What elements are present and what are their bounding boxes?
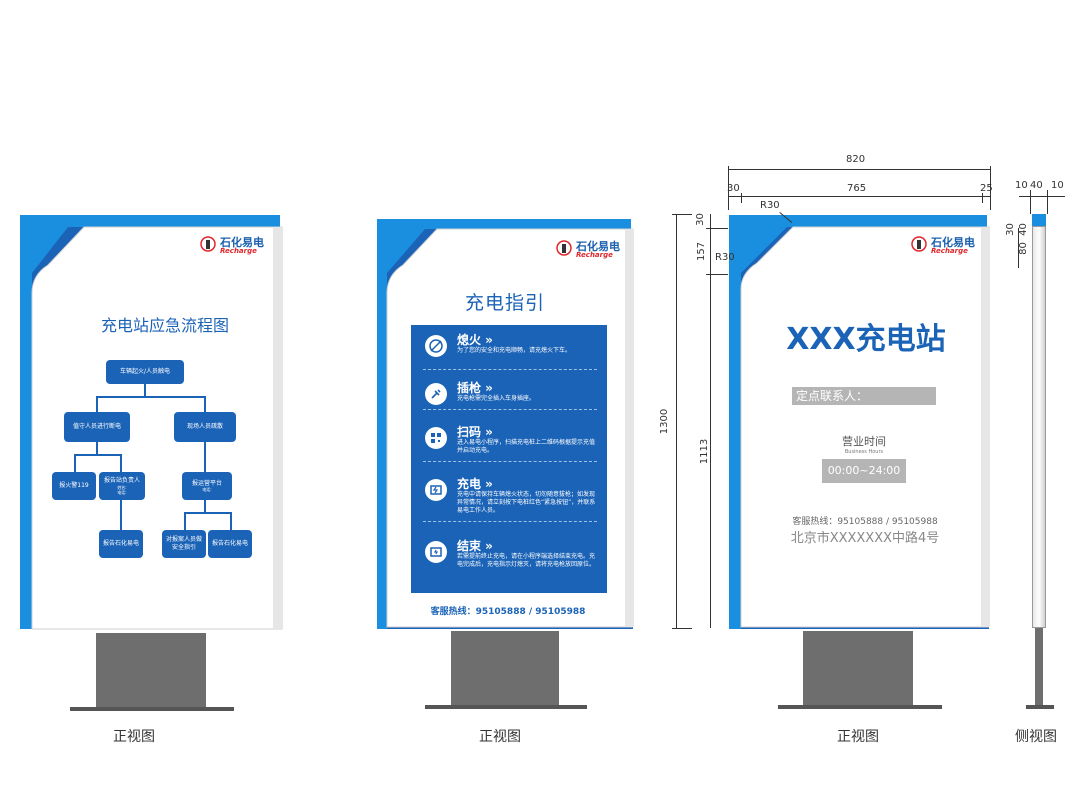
dim-left-margin: 30	[727, 183, 740, 194]
hours-label: 营业时间	[842, 435, 886, 448]
panel1-frame	[20, 215, 283, 630]
engine-off-icon	[425, 335, 447, 357]
caption-side-view: 侧视图	[1015, 729, 1057, 745]
dim-h30: 30	[694, 213, 706, 226]
station-address: 北京市XXXXXXX中路4号	[790, 531, 940, 546]
panel2-title: 充电指引	[464, 292, 545, 314]
brand-name-en: Recharge	[220, 247, 257, 255]
dim-radius-left: R30	[715, 252, 735, 263]
plug-icon	[425, 383, 447, 405]
panel2-stand	[451, 631, 559, 705]
dim-side-30: 30	[1004, 223, 1016, 236]
sinopec-logo-icon	[200, 236, 216, 256]
panel1-stand	[96, 633, 206, 707]
caption-front-view-1: 正视图	[113, 729, 155, 745]
hours-value: 00:00~24:00	[822, 459, 906, 483]
panel3-base	[778, 705, 942, 709]
side-panel	[1032, 226, 1046, 628]
panel1-base	[70, 707, 234, 711]
panel3-hotline: 客服热线：95105888 / 95105988	[792, 517, 938, 527]
dim-radius-top: R30	[760, 200, 780, 211]
flow-node-report-recharge: 报告石化易电	[99, 530, 143, 558]
side-base	[1026, 705, 1054, 709]
dim-inner-width: 765	[847, 183, 867, 194]
dim-side-80: 80	[1017, 242, 1029, 255]
guide-item-finish: 结束 » 若需提前终止充电，请在小程序端选择结束充电。充电完成后，充电指示灯熄灭…	[411, 531, 609, 587]
dim-side-w2: 40	[1030, 180, 1043, 191]
flow-node-safety-guide: 对报案人员做安全指引	[162, 530, 206, 558]
contact-label: 定点联系人：	[792, 387, 936, 405]
dim-height-total: 1300	[659, 408, 671, 435]
flow-node-report-platform: 报运营平台 电话:	[182, 472, 232, 500]
dim-side-w1: 10	[1015, 180, 1028, 191]
caption-front-view-3: 正视图	[837, 729, 879, 745]
guide-item-charge: 充电 » 充电中请保持车辆熄火状态，切勿随意拔枪；如发现异常情况，请立刻按下电桩…	[411, 469, 609, 525]
dim-h1113: 1113	[699, 438, 711, 465]
side-stand	[1035, 628, 1043, 706]
panel1-title: 充电站应急流程图	[100, 316, 229, 335]
flow-node-report-manager: 报告站负责人 姓名: 电话:	[99, 472, 145, 500]
dim-side-40: 40	[1017, 223, 1029, 236]
panel3-frame	[729, 215, 990, 629]
caption-front-view-2: 正视图	[479, 729, 521, 745]
battery-charging-icon	[425, 479, 447, 501]
guide-box: 熄火 » 为了您的安全和充电顺畅，请充熄火下车。 插枪 » 充电枪需完全插入车身…	[411, 325, 607, 593]
battery-full-icon	[425, 541, 447, 563]
brand-name: 石化易电	[220, 236, 264, 249]
station-name: XXX充电站	[786, 322, 946, 357]
side-top-cap	[1032, 214, 1046, 226]
panel2-hotline: 客服热线：95105888 / 95105988	[430, 607, 586, 617]
brand-name-en: Recharge	[576, 251, 613, 259]
guide-item-plug: 插枪 » 充电枪需完全插入车身插座。	[411, 373, 609, 429]
sinopec-logo-icon	[911, 236, 927, 256]
flow-node-call-119: 报火警119	[52, 472, 96, 500]
flow-node-power-off: 值守人员进行断电	[64, 412, 130, 442]
guide-item-engine-off: 熄火 » 为了您的安全和充电顺畅，请充熄火下车。	[411, 325, 609, 381]
flow-node-top: 车辆起火/人员触电	[106, 360, 184, 384]
brand-name: 石化易电	[576, 240, 620, 253]
brand-name-en: Recharge	[931, 247, 968, 255]
panel3-logo: 石化易电 Recharge	[911, 236, 975, 256]
panel2-logo: 石化易电 Recharge	[556, 240, 620, 260]
dim-right-margin: 25	[980, 183, 993, 194]
hours-label-en: Business Hours	[844, 449, 884, 455]
panel2-base	[425, 705, 587, 709]
scan-qr-icon	[425, 427, 447, 449]
dim-total-width: 820	[846, 154, 866, 165]
dim-side-w3: 10	[1051, 180, 1064, 191]
guide-item-scan: 扫码 » 进入易电小程序，扫描充电桩上二维码根据提示充值并启动充电。	[411, 417, 609, 473]
flow-node-report-recharge-2: 报告石化易电	[208, 530, 252, 558]
flow-node-evacuate: 现场人员疏散	[174, 412, 236, 442]
panel3-stand	[803, 631, 913, 705]
dim-h157: 157	[696, 241, 708, 262]
sinopec-logo-icon	[556, 240, 572, 260]
brand-name: 石化易电	[931, 236, 975, 249]
panel1-logo: 石化易电 Recharge	[200, 236, 264, 256]
